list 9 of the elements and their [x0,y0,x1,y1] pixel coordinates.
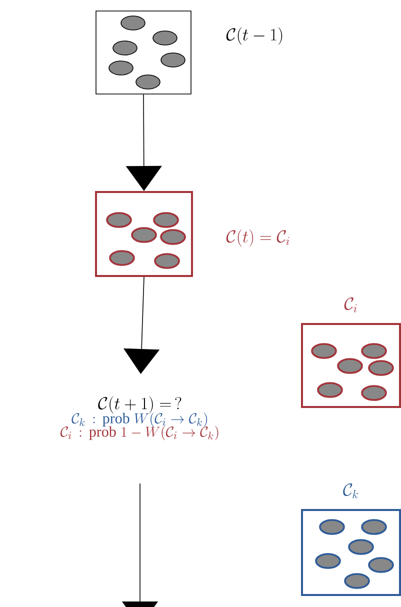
particle-box-drawing [95,191,193,277]
particle-box-drawing [96,10,192,94]
box-heading: $\mathcal{C}_k$ [343,483,358,498]
particle-box-drawing [301,483,401,596]
state-label: $\mathcal{C}(t)=\mathcal{C}_i$ [226,229,290,247]
particle-box-drawing [301,297,401,408]
box-heading: $\mathcal{C}_i$ [344,297,357,312]
state-label: $\mathcal{C}(t-1)$ [226,27,282,45]
state-text: $\mathcal{C}(t+1)=\,?$ $\mathcal{C}_k\,:\,\mathrm{prob}\;W(\mathcal{C}_i\rightarrow\mathcal{C}_k)$ $\mathcal{C}_i\,:\,\mathrm{prob}\;1-W(\mathcal{C}_i\rightarrow\mathcal{C}_k)$ [60,396,218,440]
